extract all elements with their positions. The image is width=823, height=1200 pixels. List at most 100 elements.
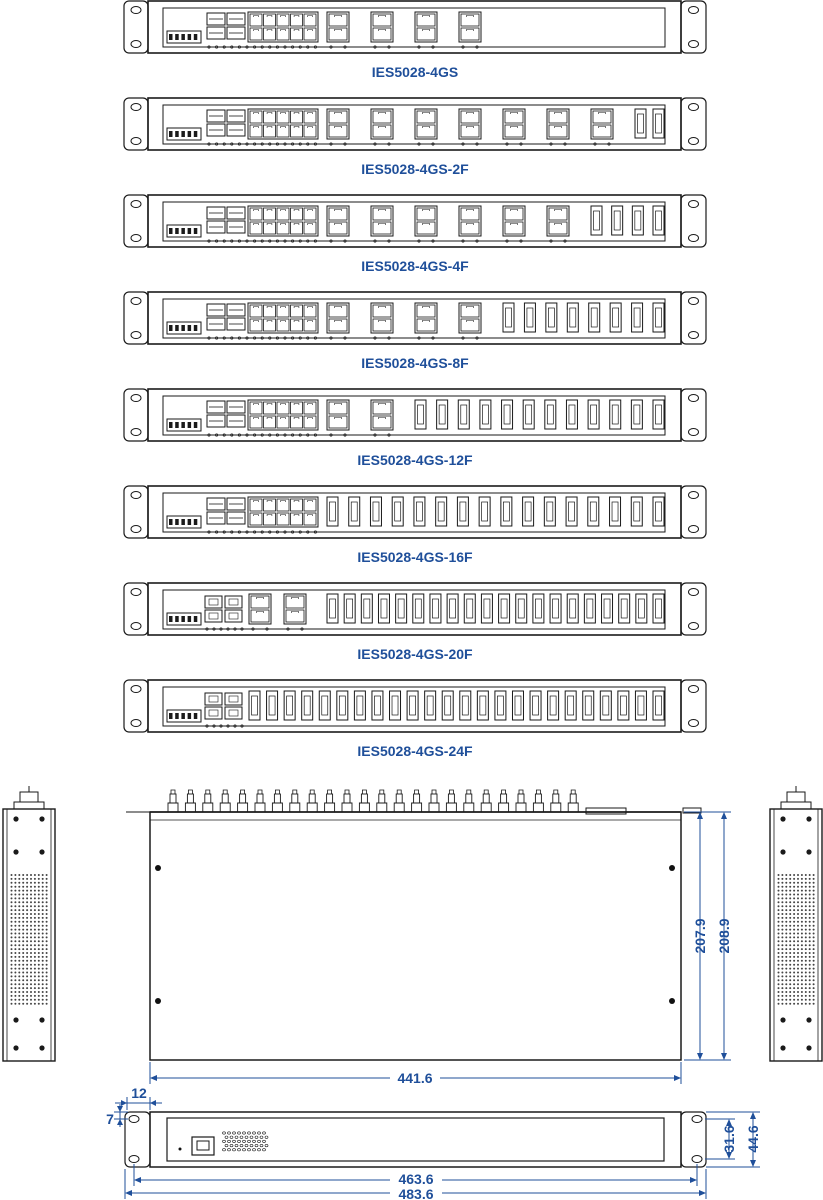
front-panel: IES5028-4GS-4F: [123, 194, 707, 274]
power-terminal-icon: [166, 709, 202, 723]
rj45-port-pair: [326, 399, 350, 437]
rj45-port-pair: [370, 108, 394, 146]
front-panel: IES5028-4GS-2F: [123, 97, 707, 177]
sfp-port: [391, 496, 404, 527]
sfp-combo-slot: [226, 220, 246, 234]
fiber-connector-icon: [463, 789, 475, 813]
sfp-port: [498, 593, 511, 624]
chassis-front: [147, 194, 682, 248]
sfp-port: [564, 690, 577, 721]
sfp-combo-slot: [226, 303, 246, 317]
sfp-port: [377, 593, 390, 624]
screw-icon: [806, 1045, 812, 1051]
sfp-port: [587, 399, 600, 430]
mount-ear: [680, 388, 707, 442]
sfp-port: [326, 593, 339, 624]
screw-icon: [13, 816, 19, 822]
power-terminal-icon: [166, 30, 202, 44]
sfp-port: [515, 593, 528, 624]
fiber-connector-icon: [167, 789, 179, 813]
fiber-connector-icon: [532, 789, 544, 813]
sfp-port: [389, 690, 402, 721]
fiber-connector-icon: [341, 789, 353, 813]
power-terminal-icon: [166, 224, 202, 238]
sfp-port: [424, 690, 437, 721]
screw-icon: [780, 1017, 786, 1023]
sfp-port: [436, 399, 449, 430]
chassis-front: [147, 0, 682, 54]
mount-ear: [123, 582, 149, 636]
sfp-port: [543, 496, 556, 527]
sfp-combo-slot: [204, 692, 223, 706]
rj45-port-pair: [590, 108, 614, 146]
model-label: IES5028-4GS-8F: [361, 355, 469, 371]
sfp-port: [494, 690, 507, 721]
front-panel: IES5028-4GS: [123, 0, 707, 80]
sfp-combo-slot: [204, 706, 223, 720]
sfp-port: [301, 690, 314, 721]
mount-ear: [680, 485, 707, 539]
sfp-port: [456, 496, 469, 527]
screw-icon: [39, 1017, 45, 1023]
top-connector-row: [167, 789, 579, 813]
sfp-port: [618, 593, 631, 624]
sfp-port: [601, 593, 614, 624]
rj45-port-pair: [414, 11, 438, 49]
fiber-connector-icon: [567, 789, 579, 813]
sfp-port: [522, 399, 535, 430]
sfp-port: [414, 399, 427, 430]
sfp-combo-slot: [224, 706, 243, 720]
chassis-top-outline: [149, 811, 682, 1061]
fiber-connector-icon: [445, 789, 457, 813]
sfp-combo-slot: [226, 414, 246, 428]
sfp-combo-slot: [224, 609, 243, 623]
sfp-combo-slot: [206, 303, 226, 317]
screw-icon: [155, 865, 161, 871]
fiber-connector-icon: [271, 789, 283, 813]
power-terminal-icon: [166, 515, 202, 529]
sfp-combo-slot: [206, 511, 226, 525]
mount-ear: [123, 485, 149, 539]
model-label: IES5028-4GS-4F: [361, 258, 469, 274]
sfp-port: [360, 593, 373, 624]
sfp-combo-slot: [226, 12, 246, 26]
sfp-port: [652, 302, 665, 333]
sfp-port: [479, 399, 492, 430]
sfp-combo-slot: [226, 123, 246, 137]
screw-icon: [780, 849, 786, 855]
sfp-port: [587, 496, 600, 527]
sfp-port: [343, 593, 356, 624]
fiber-connector-icon: [237, 789, 249, 813]
screw-icon: [806, 816, 812, 822]
model-label: IES5028-4GS-12F: [357, 452, 473, 468]
sfp-port: [511, 690, 524, 721]
screw-icon: [13, 1045, 19, 1051]
dim-hole-pitch: 31.6: [721, 1125, 737, 1152]
model-label: IES5028-4GS: [372, 64, 458, 80]
sfp-port: [348, 496, 361, 527]
mount-ear: [680, 194, 707, 248]
mount-ear: [680, 582, 707, 636]
mount-ear: [123, 0, 149, 54]
sfp-port: [631, 205, 644, 236]
model-label: IES5028-4GS-24F: [357, 743, 473, 759]
mount-ear: [680, 679, 707, 733]
sfp-port: [590, 205, 603, 236]
front-panel: IES5028-4GS-8F: [123, 291, 707, 371]
sfp-combo-slot: [206, 206, 226, 220]
rj45-port-pair: [326, 11, 350, 49]
screw-icon: [39, 849, 45, 855]
console-port-icon: [191, 1136, 215, 1156]
fiber-connector-icon: [411, 789, 423, 813]
sfp-port: [412, 593, 425, 624]
sfp-port: [652, 399, 665, 430]
sfp-combo-slot: [226, 400, 246, 414]
sfp-port: [631, 302, 644, 333]
sfp-combo-slot: [206, 12, 226, 26]
sfp-port: [371, 690, 384, 721]
screw-icon: [39, 816, 45, 822]
sfp-port: [446, 593, 459, 624]
rj45-port-pair: [283, 593, 307, 631]
sfp-port: [500, 496, 513, 527]
fiber-connector-icon: [219, 789, 231, 813]
